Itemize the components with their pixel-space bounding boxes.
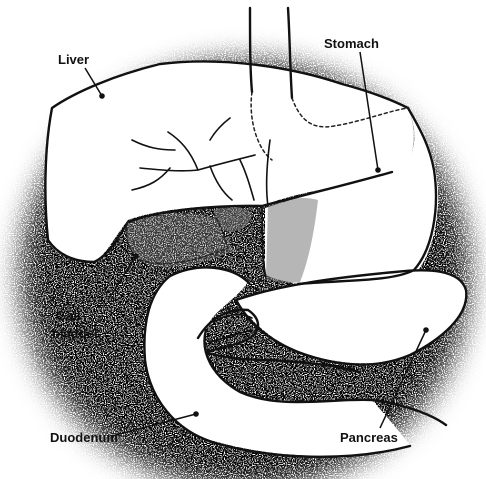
label-liver: Liver	[58, 52, 89, 67]
label-pancreas: Pancreas	[340, 430, 398, 445]
label-duodenum: Duodenum	[50, 430, 118, 445]
label-gallbladder-line1: Gall-	[56, 308, 85, 323]
liver-leader-dot	[99, 93, 105, 99]
stomach-leader-dot	[375, 167, 381, 173]
duodenum-leader-dot	[193, 411, 199, 417]
label-gallbladder-line2: bladder	[52, 326, 99, 341]
label-stomach: Stomach	[324, 36, 379, 51]
pancreas-leader-dot	[423, 327, 429, 333]
gallbladder-leader-dot	[133, 253, 139, 259]
